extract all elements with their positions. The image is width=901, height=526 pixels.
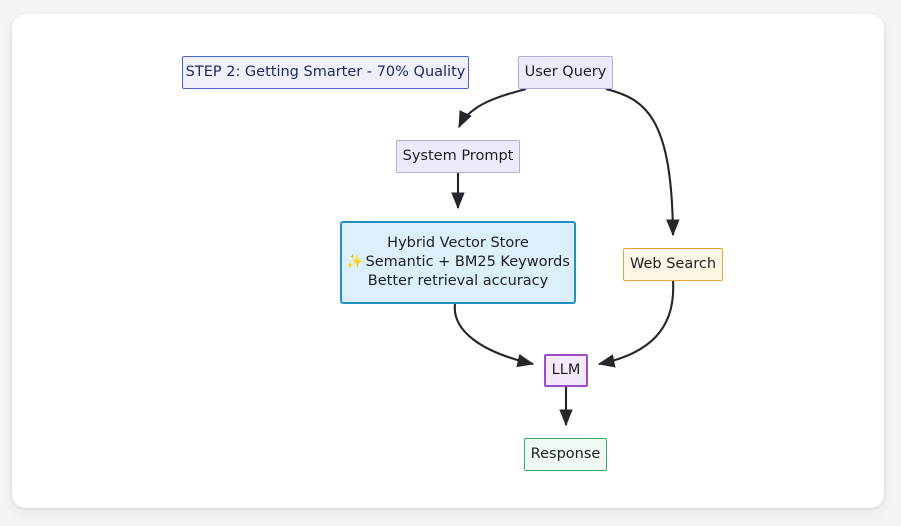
node-response[interactable]: Response: [524, 438, 607, 471]
edge-hybrid-vector-store-to-llm: [453, 303, 535, 368]
node-response-label: Response: [530, 446, 601, 463]
node-llm-label: LLM: [551, 362, 581, 379]
node-user-query[interactable]: User Query: [518, 56, 613, 89]
edge-user-query-to-web-search: [605, 87, 680, 237]
node-web-search-label: Web Search: [629, 256, 717, 273]
sparkles-icon: ✨: [346, 254, 364, 271]
edge-user-query-to-system-prompt: [458, 87, 527, 129]
node-hybrid-vector-store-title: Hybrid Vector Store: [387, 235, 529, 252]
edge-web-search-to-llm: [597, 280, 675, 368]
node-web-search[interactable]: Web Search: [623, 248, 723, 281]
step-banner-label: STEP 2: Getting Smarter - 70% Quality: [185, 64, 466, 81]
node-system-prompt[interactable]: System Prompt: [396, 140, 520, 173]
node-user-query-label: User Query: [524, 64, 607, 81]
node-hybrid-vector-store[interactable]: Hybrid Vector Store ✨Semantic + BM25 Key…: [340, 221, 576, 304]
node-llm[interactable]: LLM: [544, 354, 588, 387]
node-hybrid-vector-store-subtitle-text: Semantic + BM25 Keywords: [365, 254, 570, 271]
step-banner: STEP 2: Getting Smarter - 70% Quality: [182, 56, 469, 89]
node-hybrid-vector-store-subtitle: ✨Semantic + BM25 Keywords: [346, 253, 570, 272]
node-system-prompt-label: System Prompt: [402, 148, 514, 165]
node-hybrid-vector-store-detail: Better retrieval accuracy: [367, 272, 549, 289]
